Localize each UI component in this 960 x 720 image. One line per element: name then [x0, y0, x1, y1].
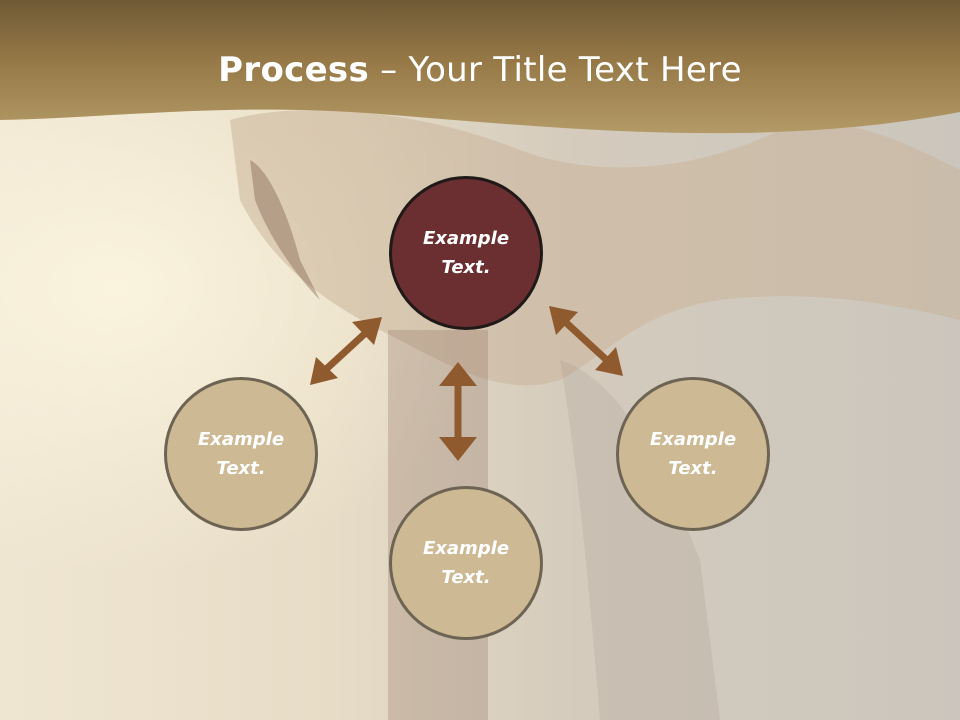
node-left: Example Text.	[164, 377, 318, 531]
arrow-vertical	[439, 362, 477, 461]
node-right-text: Example Text.	[649, 429, 737, 479]
node-bottom-text: Example Text.	[422, 538, 510, 588]
node-bottom: Example Text.	[389, 486, 543, 640]
arrow-top-right	[549, 306, 623, 376]
node-right: Example Text.	[616, 377, 770, 531]
title-bold: Process	[218, 50, 370, 90]
node-top-text: Example Text.	[422, 228, 510, 278]
node-left-text: Example Text.	[197, 429, 285, 479]
title-rest: – Your Title Text Here	[369, 50, 742, 90]
slide-title: Process – Your Title Text Here	[0, 50, 960, 90]
node-top: Example Text.	[389, 176, 543, 330]
arrow-top-left	[310, 317, 382, 385]
